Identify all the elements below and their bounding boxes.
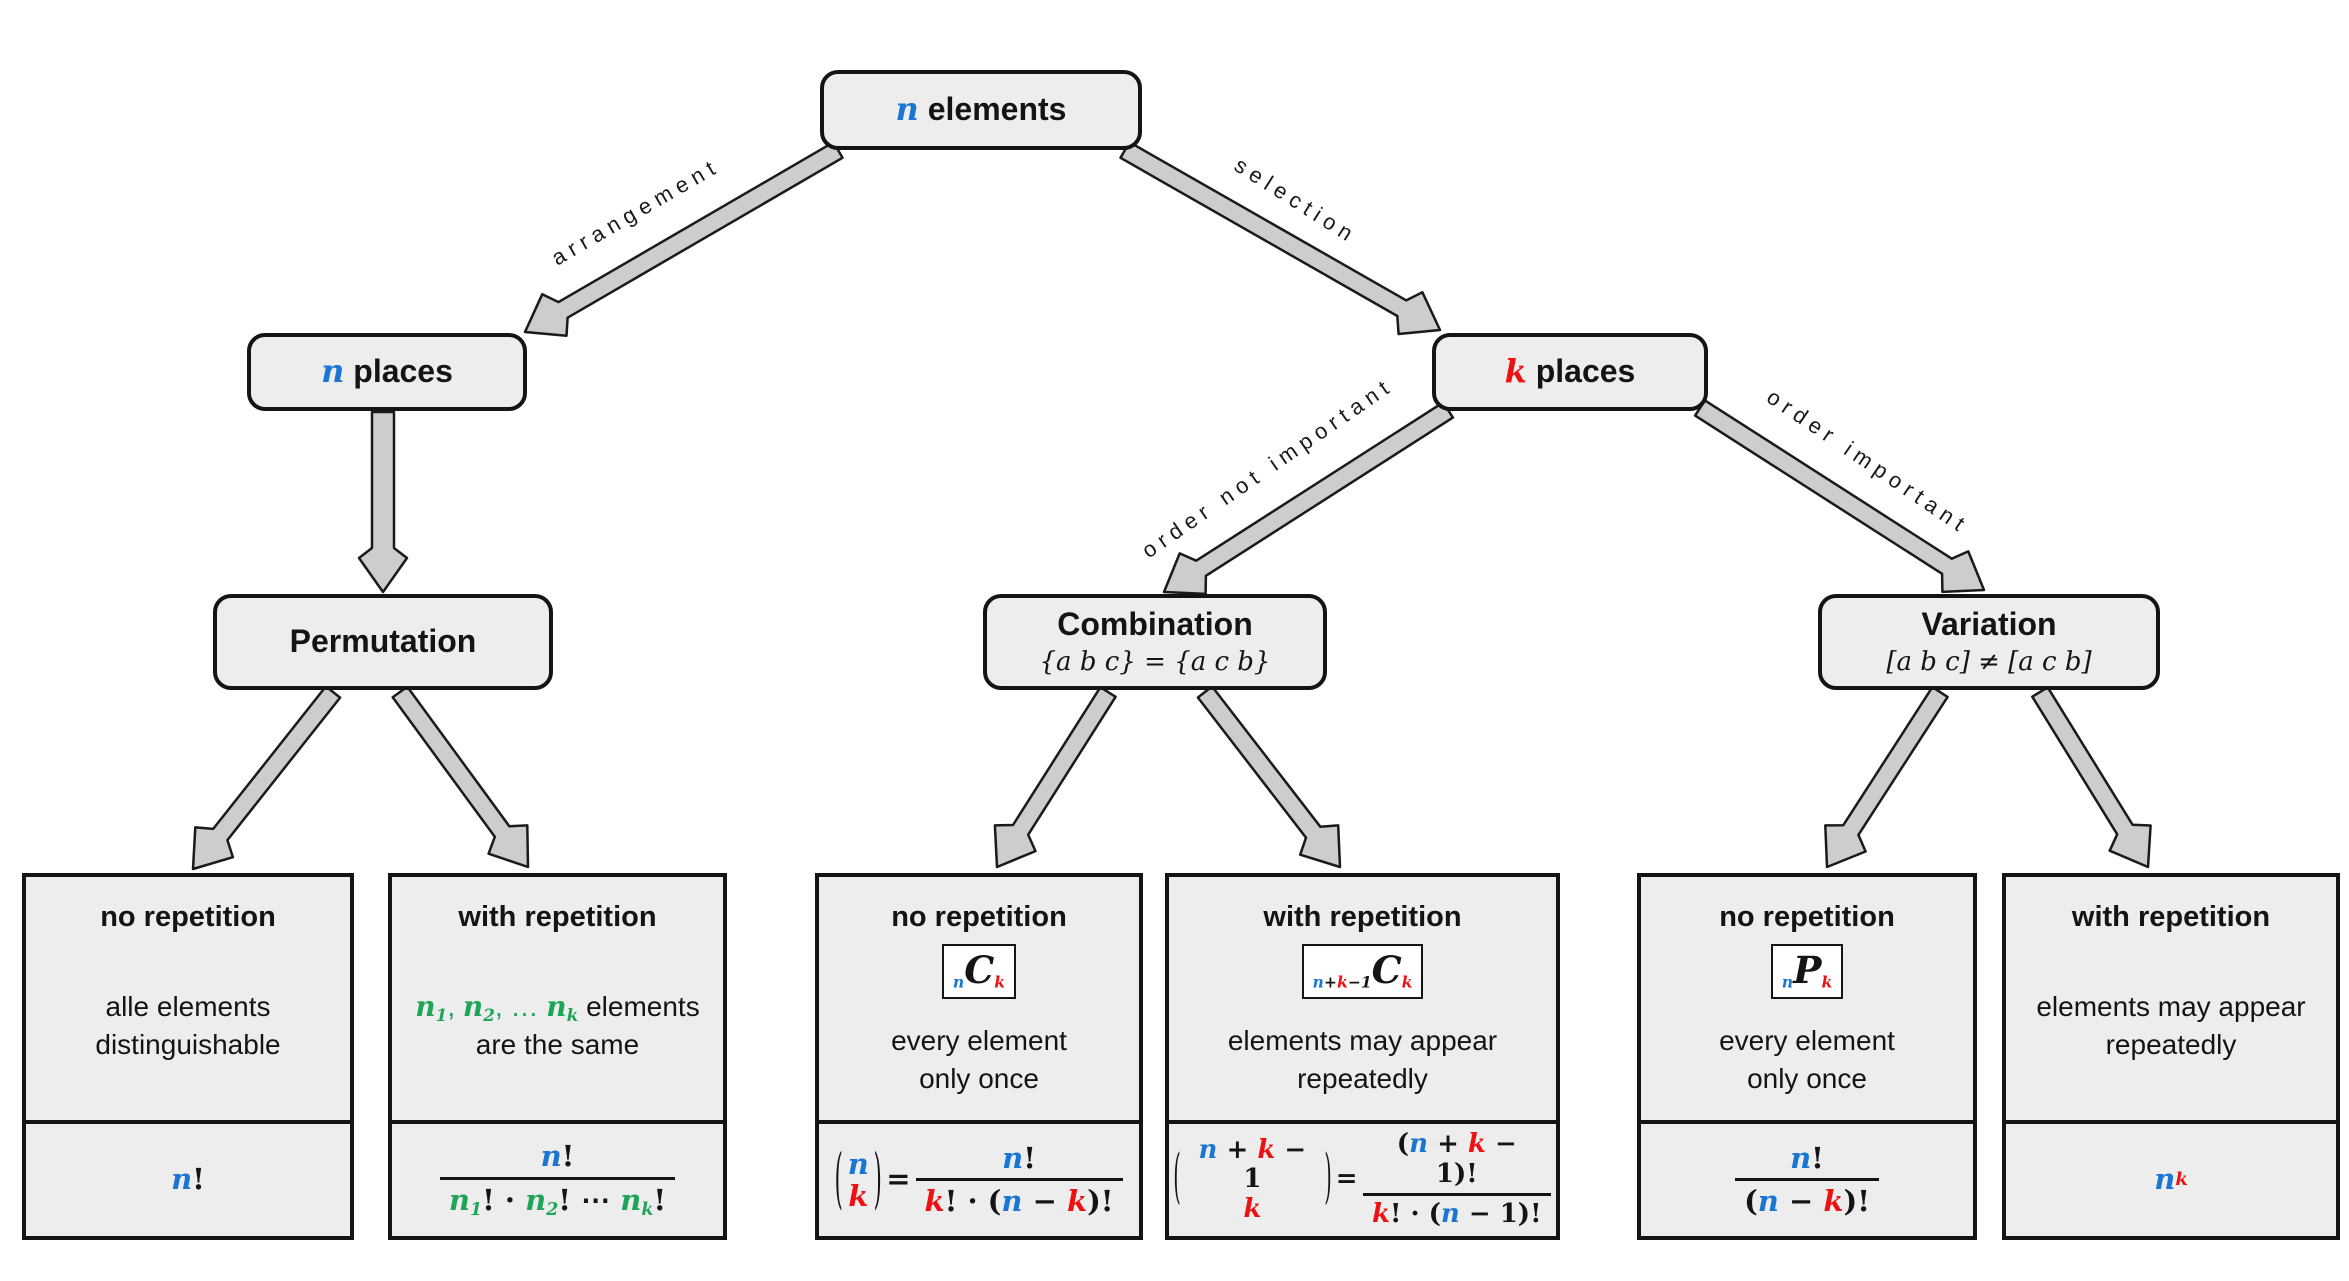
node-title: Combination	[1057, 605, 1253, 642]
leaf-title: no repetition	[100, 901, 276, 933]
node-title: Variation	[1921, 605, 2057, 642]
arrow-n-places-to-permutation	[357, 410, 409, 594]
arrow-variation-to-no-rep	[1824, 685, 1949, 869]
node-title: Permutation	[289, 623, 477, 660]
arrow-elements-to-k-places	[1119, 140, 1442, 336]
leaf-title: with repetition	[458, 901, 657, 933]
node-title: n places	[321, 352, 453, 391]
arrow-variation-to-with-rep	[2031, 686, 2152, 869]
arrow-k-places-to-variation	[1693, 399, 1986, 594]
node-n-places: n places	[247, 333, 527, 411]
combination-symbol-badge: nCk	[941, 944, 1017, 1000]
leaf-title: with repetition	[2071, 901, 2271, 933]
leaf-title: no repetition	[891, 901, 1067, 933]
arrow-combination-to-no-rep	[993, 685, 1117, 869]
leaf-title: with repetition	[1263, 901, 1462, 933]
leaf-title: no repetition	[1719, 901, 1895, 933]
leaf-formula: n!	[26, 1120, 350, 1236]
node-title: n elements	[895, 90, 1067, 129]
node-title: k places	[1504, 352, 1636, 391]
node-variation: Variation [a b c] ≠ [a c b]	[1818, 594, 2160, 690]
node-n-elements: n elements	[820, 70, 1142, 150]
variation-symbol-badge: nPk	[1770, 944, 1844, 1000]
leaf-combination-with-repetition: with repetition n+k−1Ck elements may app…	[1165, 873, 1560, 1240]
leaf-formula: n!(n − k)!	[1641, 1120, 1973, 1236]
combination-with-repetition-symbol-badge: n+k−1Ck	[1301, 944, 1424, 1000]
node-subtitle: [a b c] ≠ [a c b]	[1886, 647, 2092, 678]
node-subtitle: {a b c} = {a c b}	[1039, 647, 1271, 678]
arrow-combination-to-with-rep	[1196, 685, 1342, 869]
leaf-formula: n!n1! · n2! ⋯ nk!	[392, 1120, 723, 1236]
leaf-header: with repetition n+k−1Ck elements may app…	[1169, 877, 1556, 1120]
arrow-permutation-to-with-rep	[391, 685, 530, 869]
node-combination: Combination {a b c} = {a c b}	[983, 594, 1327, 690]
arrow-permutation-to-no-rep	[191, 685, 342, 871]
arrow-elements-to-n-places	[523, 140, 844, 337]
arrow-k-places-to-combination	[1162, 401, 1455, 596]
node-k-places: k places	[1432, 333, 1708, 411]
node-permutation: Permutation	[213, 594, 553, 690]
